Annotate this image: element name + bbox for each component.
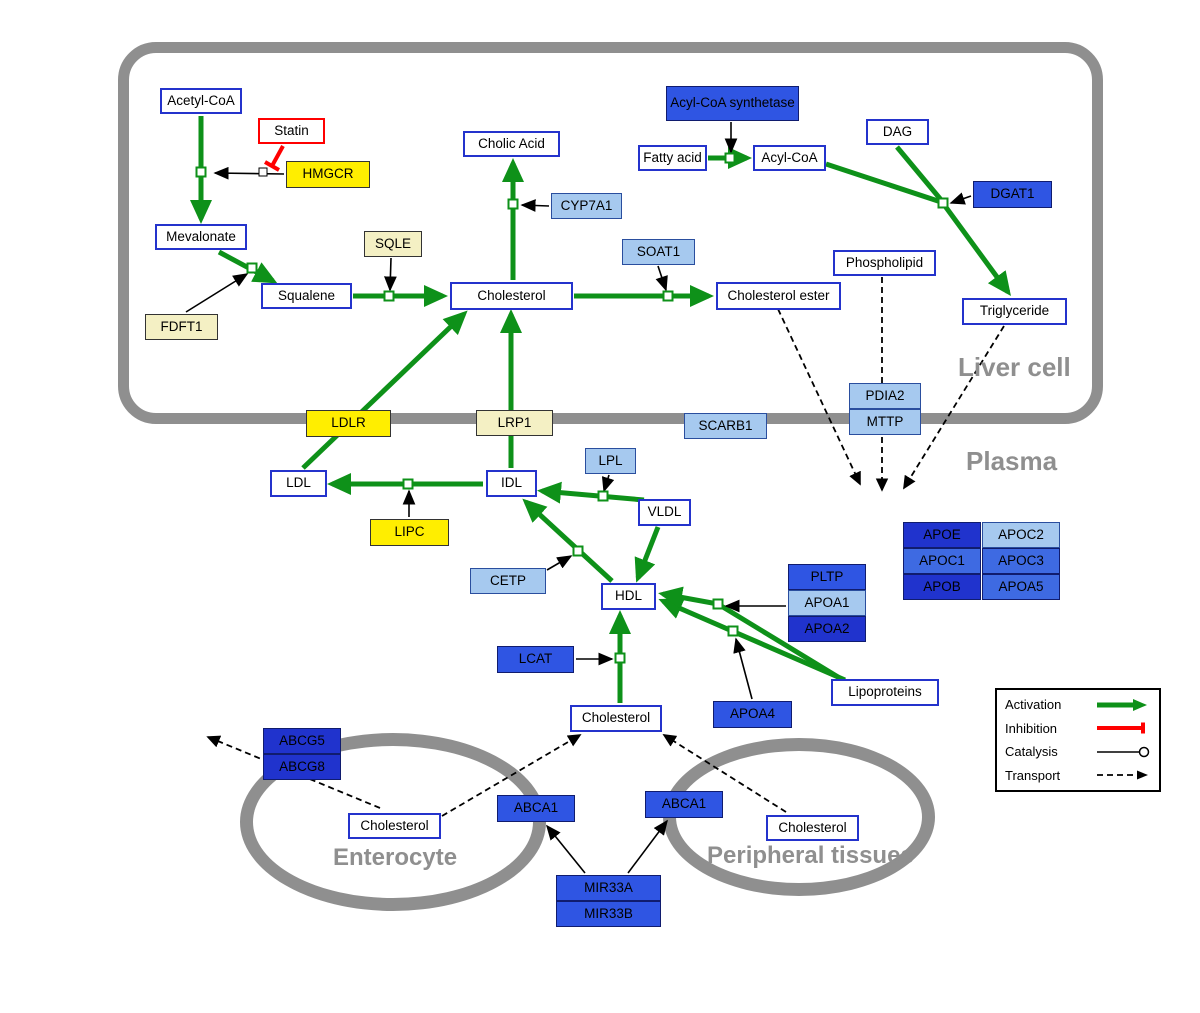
liver-cell-label: Liver cell <box>958 352 1071 382</box>
node-apoa4[interactable]: APOA4 <box>713 701 792 728</box>
legend-catalysis-label: Catalysis <box>1005 744 1058 760</box>
node-soat1[interactable]: SOAT1 <box>622 239 695 265</box>
node-cholesterol-plasma[interactable]: Cholesterol <box>570 705 662 732</box>
legend-row-catalysis: Catalysis <box>1005 744 1151 759</box>
node-abcg8[interactable]: ABCG8 <box>263 754 341 780</box>
node-fdft1[interactable]: FDFT1 <box>145 314 218 340</box>
node-lrp1[interactable]: LRP1 <box>476 410 553 436</box>
node-apoc3[interactable]: APOC3 <box>982 548 1060 574</box>
node-acyl-coa[interactable]: Acyl-CoA <box>753 145 826 171</box>
node-phospholipid[interactable]: Phospholipid <box>833 250 936 276</box>
node-lcat[interactable]: LCAT <box>497 646 574 673</box>
liver-cell-compartment <box>118 42 1103 424</box>
node-mttp[interactable]: MTTP <box>849 409 921 435</box>
node-mir33a[interactable]: MIR33A <box>556 875 661 901</box>
node-scarb1[interactable]: SCARB1 <box>684 413 767 439</box>
node-statin[interactable]: Statin <box>258 118 325 144</box>
node-mir33b[interactable]: MIR33B <box>556 901 661 927</box>
node-dgat1[interactable]: DGAT1 <box>973 181 1052 208</box>
node-sqle[interactable]: SQLE <box>364 231 422 257</box>
node-pltp[interactable]: PLTP <box>788 564 866 590</box>
node-abcg5[interactable]: ABCG5 <box>263 728 341 754</box>
node-apob[interactable]: APOB <box>903 574 981 600</box>
node-triglyceride[interactable]: Triglyceride <box>962 298 1067 325</box>
legend: Activation Inhibition Catalysis Transpor… <box>995 688 1161 792</box>
node-vldl[interactable]: VLDL <box>638 499 691 526</box>
node-apoa2[interactable]: APOA2 <box>788 616 866 642</box>
enterocyte-label: Enterocyte <box>333 844 458 871</box>
node-abca1-enterocyte[interactable]: ABCA1 <box>497 795 575 822</box>
node-dag[interactable]: DAG <box>866 119 929 145</box>
legend-activation-label: Activation <box>1005 697 1062 712</box>
node-squalene[interactable]: Squalene <box>261 283 352 309</box>
node-hmgcr[interactable]: HMGCR <box>286 161 370 188</box>
inhibition-bar-icon <box>1097 722 1145 734</box>
node-cholic-acid[interactable]: Cholic Acid <box>463 131 560 157</box>
node-apoa1[interactable]: APOA1 <box>788 590 866 616</box>
node-ldl[interactable]: LDL <box>270 470 327 497</box>
node-cetp[interactable]: CETP <box>470 568 546 594</box>
node-hdl[interactable]: HDL <box>601 583 656 610</box>
peripheral-tissues-label: Peripheral tissues <box>707 842 914 869</box>
node-apoa5[interactable]: APOA5 <box>982 574 1060 600</box>
activation-arrow-icon <box>1097 698 1147 711</box>
node-apoc1[interactable]: APOC1 <box>903 548 981 574</box>
node-abca1-peripheral[interactable]: ABCA1 <box>645 791 723 818</box>
node-lpl[interactable]: LPL <box>585 448 636 474</box>
node-pdia2[interactable]: PDIA2 <box>849 383 921 409</box>
node-acyl-coa-synthetase[interactable]: Acyl-CoA synthetase <box>666 86 799 121</box>
node-fatty-acid[interactable]: Fatty acid <box>638 145 707 171</box>
node-mevalonate[interactable]: Mevalonate <box>155 224 247 250</box>
inhibition-edge <box>264 145 285 172</box>
legend-inhibition-label: Inhibition <box>1005 720 1058 736</box>
catalysis-junction-square <box>258 167 268 177</box>
node-ldlr[interactable]: LDLR <box>306 410 391 437</box>
transport-edges <box>206 277 1005 817</box>
legend-row-transport: Transport <box>1005 768 1151 783</box>
node-cholesterol-liver[interactable]: Cholesterol <box>450 282 573 310</box>
node-lipc[interactable]: LIPC <box>370 519 449 546</box>
node-cholesterol-peripheral[interactable]: Cholesterol <box>766 815 859 841</box>
node-cholesterol-ester[interactable]: Cholesterol ester <box>716 282 841 310</box>
catalysis-edges <box>185 122 972 874</box>
transport-arrow-icon <box>1097 770 1148 780</box>
activation-edges <box>190 116 1011 703</box>
node-idl[interactable]: IDL <box>486 470 537 497</box>
node-lipoproteins[interactable]: Lipoproteins <box>831 679 939 706</box>
reaction-nodes <box>195 152 949 664</box>
node-cyp7a1[interactable]: CYP7A1 <box>551 193 622 219</box>
node-cholesterol-enterocyte[interactable]: Cholesterol <box>348 813 441 839</box>
node-apoe[interactable]: APOE <box>903 522 981 548</box>
node-apoc2[interactable]: APOC2 <box>982 522 1060 548</box>
legend-row-inhibition: Inhibition <box>1005 721 1151 736</box>
legend-transport-label: Transport <box>1005 767 1061 783</box>
legend-row-activation: Activation <box>1005 697 1151 712</box>
node-acetyl-coa[interactable]: Acetyl-CoA <box>160 88 242 114</box>
catalysis-circle-icon <box>1097 746 1150 758</box>
plasma-label: Plasma <box>966 446 1058 476</box>
